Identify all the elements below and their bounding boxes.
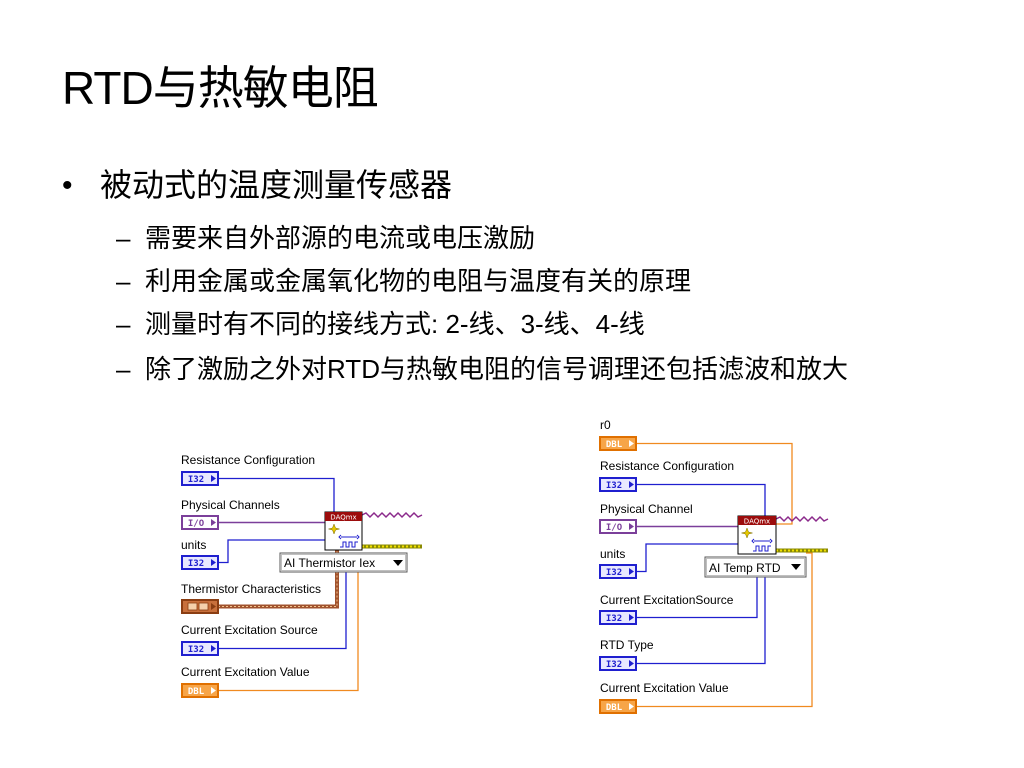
rtd-diagram: r0 Resistance Configuration Physical Cha…	[599, 418, 829, 714]
polymorphic-selector[interactable]: AI Thermistor Iex	[279, 552, 408, 573]
sub-bullet-4: 除了激励之外对RTD与热敏电阻的信号调理还包括滤波和放大	[145, 354, 848, 384]
terminal-type: I32	[188, 559, 204, 569]
dbl-terminal: DBL	[181, 683, 219, 698]
label-rtd-type: RTD Type	[600, 638, 654, 652]
dbl-terminal: DBL	[599, 436, 637, 451]
terminal-type: I32	[606, 614, 622, 624]
terminal-type: DBL	[606, 703, 623, 713]
label-excitation-value: Current Excitation Value	[600, 681, 729, 695]
task-out-wire	[775, 515, 829, 523]
waveform-icon	[338, 534, 360, 548]
terminal-type: DBL	[188, 687, 205, 697]
cluster-terminal-icon	[181, 599, 219, 614]
wire-excitation-source	[218, 572, 347, 650]
wire-resistance-config	[218, 477, 335, 512]
slide-title: RTD与热敏电阻	[62, 62, 379, 114]
terminal-type: I32	[606, 568, 622, 578]
dropdown-arrow-icon	[791, 564, 801, 570]
label-physical-channel: Physical Channel	[600, 502, 693, 516]
selector-value: AI Temp RTD	[709, 561, 781, 575]
sub-bullet-3: 测量时有不同的接线方式: 2-线、3-线、4-线	[145, 309, 645, 339]
dash-marker: –	[116, 354, 131, 384]
i32-terminal: I32	[181, 641, 219, 656]
sparkle-icon	[328, 523, 340, 535]
io-terminal: I/O	[599, 519, 637, 534]
label-excitation-value: Current Excitation Value	[181, 665, 310, 679]
wire-excitation-value	[636, 552, 813, 708]
label-excitation-source: Current ExcitationSource	[600, 593, 734, 607]
label-r0: r0	[600, 418, 611, 432]
daqmx-create-channel-node: DAQmx	[324, 511, 363, 551]
thermistor-diagram: Resistance Configuration Physical Channe…	[181, 453, 423, 698]
label-resistance-config: Resistance Configuration	[181, 453, 315, 467]
terminal-type: I32	[188, 645, 204, 655]
i32-terminal: I32	[181, 471, 219, 486]
terminal-type: I32	[606, 481, 622, 491]
wire-resistance-config	[636, 483, 766, 516]
label-physical-channels: Physical Channels	[181, 498, 280, 512]
terminal-type: I32	[188, 475, 204, 485]
terminal-type: I32	[606, 660, 622, 670]
i32-terminal: I32	[599, 610, 637, 625]
i32-terminal: I32	[599, 656, 637, 671]
i32-terminal: I32	[599, 477, 637, 492]
i32-terminal: I32	[181, 555, 219, 570]
label-units: units	[181, 538, 206, 552]
terminal-type: DBL	[606, 440, 623, 450]
waveform-icon	[751, 538, 773, 552]
i32-terminal: I32	[599, 564, 637, 579]
dash-marker: –	[116, 223, 131, 253]
terminal-type: I/O	[188, 519, 205, 529]
label-units: units	[600, 547, 625, 561]
node-label: DAQmx	[744, 518, 770, 526]
dash-marker: –	[116, 309, 131, 339]
wire-units	[218, 539, 325, 564]
sub-bullet-2: 利用金属或金属氧化物的电阻与温度有关的原理	[145, 266, 692, 296]
io-terminal: I/O	[181, 515, 219, 530]
label-thermistor-characteristics: Thermistor Characteristics	[181, 582, 321, 596]
dropdown-arrow-icon	[393, 560, 403, 566]
label-resistance-config: Resistance Configuration	[600, 459, 734, 473]
wire-excitation-value	[218, 572, 359, 692]
wire-rtd-type	[636, 577, 766, 665]
node-label: DAQmx	[330, 514, 356, 522]
wire-excitation-source	[636, 577, 758, 619]
terminal-type: I/O	[606, 523, 623, 533]
bullet-text: 被动式的温度测量传感器	[100, 167, 453, 203]
label-excitation-source: Current Excitation Source	[181, 623, 318, 637]
sparkle-icon	[741, 527, 753, 539]
dbl-terminal: DBL	[599, 699, 637, 714]
selector-value: AI Thermistor Iex	[284, 556, 375, 570]
bullet-marker: •	[62, 169, 73, 202]
dash-marker: –	[116, 266, 131, 296]
task-out-wire	[361, 511, 423, 519]
wire-r0	[636, 442, 793, 525]
sub-bullet-1: 需要来自外部源的电流或电压激励	[145, 223, 536, 253]
daqmx-create-channel-node: DAQmx	[737, 515, 777, 555]
polymorphic-selector[interactable]: AI Temp RTD	[704, 556, 807, 578]
wire-units	[636, 543, 738, 573]
input-wires	[636, 442, 813, 708]
